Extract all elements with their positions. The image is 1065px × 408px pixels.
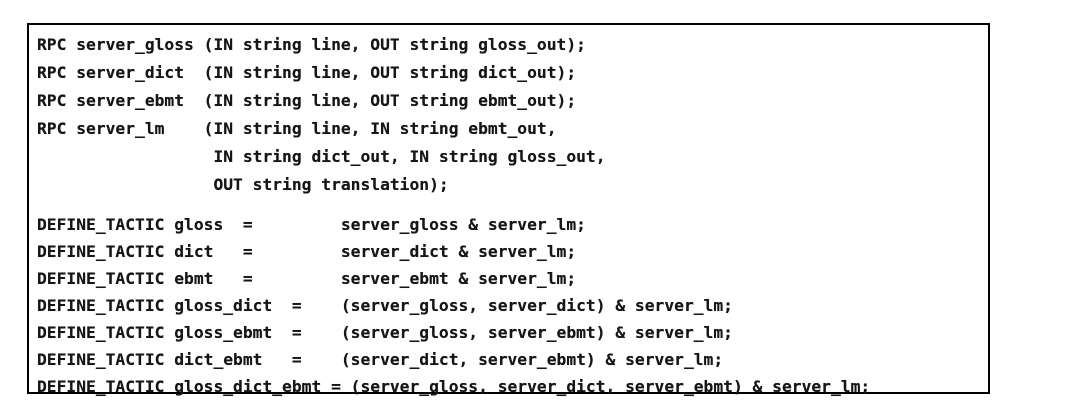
code-line: RPC server_lm (IN string line, IN string… (37, 119, 557, 138)
rpc-declarations-block: RPC server_gloss (IN string line, OUT st… (37, 31, 982, 199)
code-line: IN string dict_out, IN string gloss_out, (37, 147, 606, 166)
code-line: DEFINE_TACTIC gloss_dict = (server_gloss… (37, 296, 733, 315)
code-listing-figure-box: RPC server_gloss (IN string line, OUT st… (27, 23, 990, 396)
blank-line-separator (37, 199, 982, 211)
code-line: RPC server_ebmt (IN string line, OUT str… (37, 91, 577, 110)
code-line: RPC server_dict (IN string line, OUT str… (37, 63, 577, 82)
code-line: DEFINE_TACTIC gloss_ebmt = (server_gloss… (37, 323, 733, 342)
code-line: DEFINE_TACTIC gloss_dict_ebmt = (server_… (37, 377, 871, 396)
code-line: DEFINE_TACTIC ebmt = server_ebmt & serve… (37, 269, 577, 288)
code-line: DEFINE_TACTIC dict_ebmt = (server_dict, … (37, 350, 724, 369)
code-line: OUT string translation); (37, 175, 449, 194)
tactic-definitions-block: DEFINE_TACTIC gloss = server_gloss & ser… (37, 211, 982, 400)
code-line: DEFINE_TACTIC dict = server_dict & serve… (37, 242, 577, 261)
code-line: RPC server_gloss (IN string line, OUT st… (37, 35, 586, 54)
code-line: DEFINE_TACTIC gloss = server_gloss & ser… (37, 215, 586, 234)
